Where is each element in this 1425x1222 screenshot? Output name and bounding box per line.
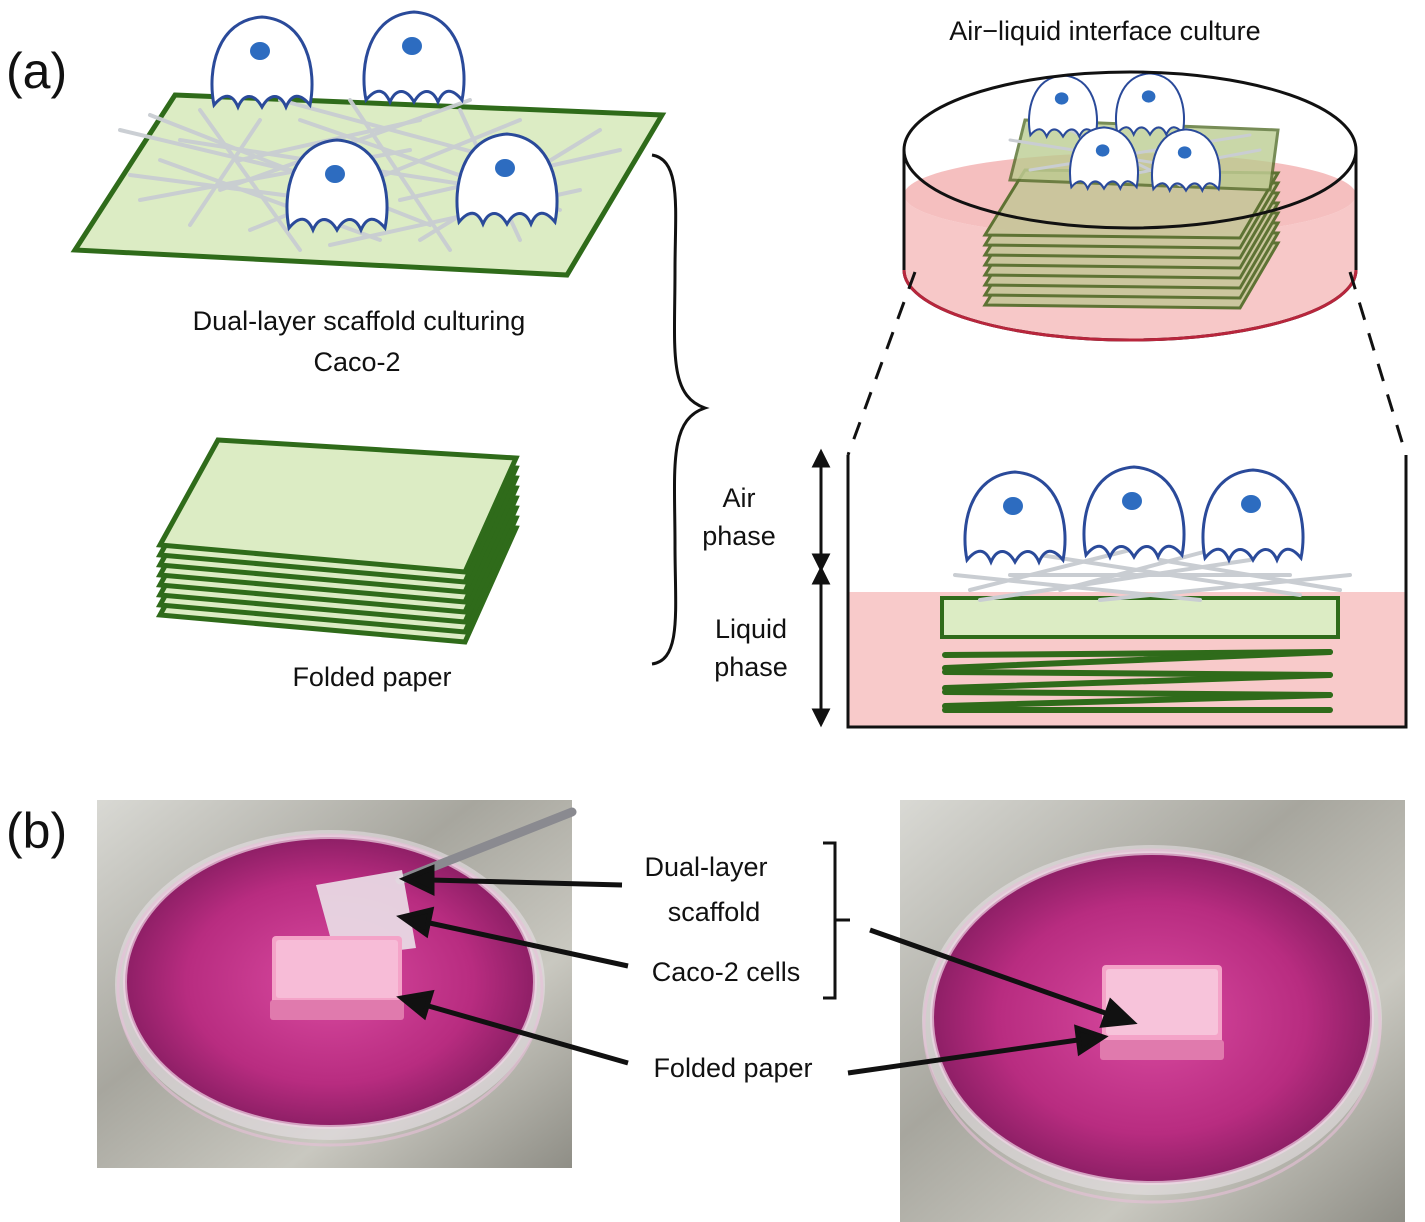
caco2-cell-icon xyxy=(362,10,466,104)
zoom-line-left xyxy=(846,271,917,456)
zoom-line-right xyxy=(1348,271,1408,456)
caco2-cell-icon xyxy=(963,470,1067,564)
caco2-cell-icon xyxy=(1027,74,1099,138)
folded-paper-caption: Folded paper xyxy=(292,662,451,692)
ali-culture-title: Air−liquid interface culture xyxy=(949,16,1260,46)
liquid-phase-label-line1: Liquid xyxy=(715,614,787,644)
scaffold-label-line2: scaffold xyxy=(668,897,761,927)
scaffold-layer xyxy=(940,596,1340,639)
folded-paper-stack xyxy=(155,437,520,645)
phase-arrows xyxy=(811,448,831,728)
scaffold-label-line1: Dual-layer xyxy=(644,852,767,882)
folded-paper-label: Folded paper xyxy=(653,1053,812,1083)
caco2-cell-icon xyxy=(1201,468,1305,562)
folded-paper-photo xyxy=(1100,965,1224,1060)
folded-paper-photo xyxy=(270,936,404,1020)
label-bracket xyxy=(823,841,837,1000)
caco2-cell-icon xyxy=(1114,72,1186,136)
photo-scaffold-on-paper xyxy=(97,800,577,1168)
annotation-arrows xyxy=(396,864,1138,1076)
scaffold-caption-line2: Caco-2 xyxy=(313,347,400,377)
panel-b-label: (b) xyxy=(6,803,67,859)
grouping-brace xyxy=(651,153,710,666)
dual-layer-scaffold-illustration xyxy=(70,10,667,278)
air-phase-label-line1: Air xyxy=(723,483,756,513)
liquid-phase-label-line2: phase xyxy=(714,652,788,682)
cross-section-zoom xyxy=(846,455,1408,729)
caco2-cell-icon xyxy=(1082,465,1186,559)
panel-a-label: (a) xyxy=(6,43,67,99)
caco2-cells-label: Caco-2 cells xyxy=(652,957,801,987)
photo-ali-culture-dish xyxy=(900,800,1405,1222)
folded-paper-zigzag xyxy=(942,649,1333,713)
caco2-cell-icon xyxy=(210,15,314,109)
air-phase-label-line2: phase xyxy=(702,521,776,551)
scaffold-caption-line1: Dual-layer scaffold culturing xyxy=(193,306,526,336)
culture-dish-illustration xyxy=(902,70,1358,342)
